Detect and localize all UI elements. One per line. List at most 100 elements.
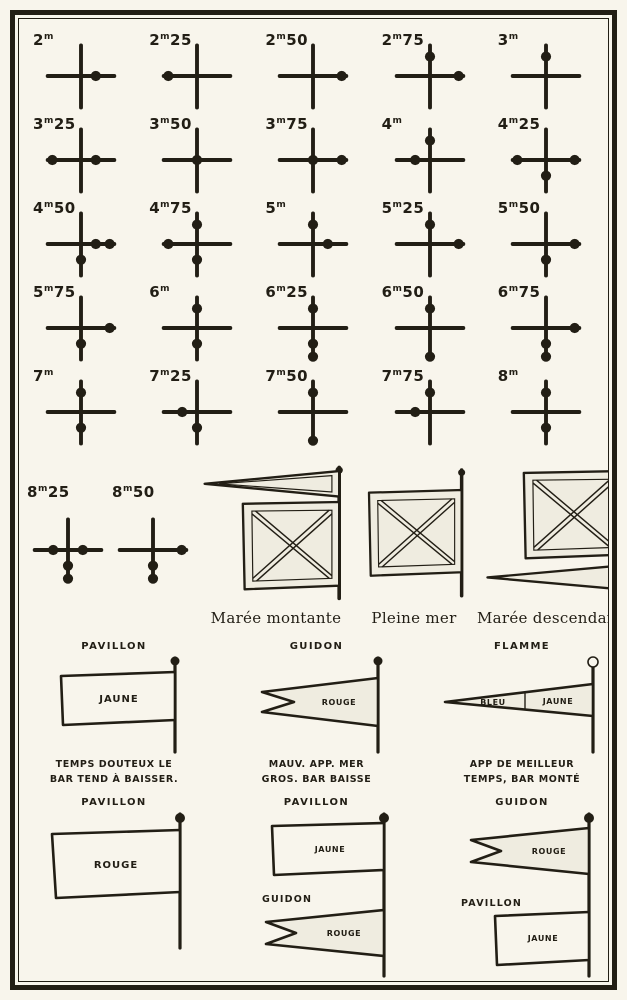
staff-knob xyxy=(373,656,382,666)
caption-line: GROS. BAR BAISSE xyxy=(261,773,372,785)
pavillon-graphic: ROUGE xyxy=(50,812,185,951)
signal-ball xyxy=(192,338,203,349)
signal-ball xyxy=(76,422,87,433)
signal-ball xyxy=(540,387,551,398)
tide-cross-graphic xyxy=(117,517,188,584)
signal-ball xyxy=(308,387,319,398)
signal-ball xyxy=(76,254,87,265)
flamme-graphic: BLEU JAUNE xyxy=(443,656,599,754)
signal-ball xyxy=(192,154,203,166)
signal-ball xyxy=(424,303,435,314)
signal-ball xyxy=(62,573,73,584)
signal-ball xyxy=(163,70,174,82)
signal-ball xyxy=(569,238,580,250)
tide-signal-label: 3m xyxy=(497,31,519,49)
tide-cross-graphic xyxy=(394,379,465,446)
tide-signal-8m: 8m xyxy=(488,365,604,449)
signal-ball xyxy=(177,406,188,418)
maree-descendante-graphic xyxy=(486,470,608,590)
tide-signal-label: 7m50 xyxy=(265,367,309,385)
flag-color-word: ROUGE xyxy=(321,698,356,707)
guidon-graphic: ROUGE xyxy=(260,656,382,754)
tide-signal-label: 5m25 xyxy=(381,199,425,217)
tide-signal-label: 6m50 xyxy=(381,283,425,301)
signal-ball xyxy=(540,351,551,362)
weather-cell-flamme-bleu-jaune: FLAMME BLEU JAUNE APP DE MEILLEUR TEMPS,… xyxy=(424,637,608,793)
pennant-inner-line xyxy=(219,475,333,493)
tide-cross-graphic xyxy=(162,379,233,446)
tide-signal-label: 4m xyxy=(381,115,403,133)
flag-kind-label: GUIDON xyxy=(289,641,344,652)
tide-cross-graphic xyxy=(45,295,117,362)
tide-cross-graphic xyxy=(32,517,103,584)
tide-cross-graphic xyxy=(510,127,582,194)
tide-state-caption: Pleine mer xyxy=(371,609,457,627)
flag-color-word: JAUNE xyxy=(542,697,574,706)
saltire-line xyxy=(251,513,330,579)
tide-signal-5m: 5m xyxy=(255,197,371,281)
saltire-line xyxy=(532,482,608,547)
tide-cross-graphic xyxy=(278,211,349,278)
tide-cross-graphic xyxy=(162,127,233,194)
tide-signal-label: 4m25 xyxy=(497,115,541,133)
tide-signal-2m25: 2m25 xyxy=(139,29,255,113)
caption-line: TEMPS, BAR MONTÉ xyxy=(463,773,581,785)
signal-ball xyxy=(424,351,435,362)
weather-signal-grid: PAVILLON JAUNE TEMPS DOUTEUX LE BAR TEND… xyxy=(19,627,608,981)
signal-ball xyxy=(147,573,158,584)
tide-signal-6m50: 6m50 xyxy=(372,281,488,365)
signal-ball xyxy=(163,238,174,250)
tide-signal-3m: 3m xyxy=(488,29,604,113)
saltire-line xyxy=(536,479,608,542)
tide-cross-graphic xyxy=(510,211,582,278)
signal-caption: APP DE MEILLEUR TEMPS, BAR MONTÉ xyxy=(464,754,580,787)
pavillon-graphic: JAUNE xyxy=(59,656,180,754)
signal-ball xyxy=(569,154,580,166)
caption-line: APP DE MEILLEUR xyxy=(469,759,575,770)
weather-cell-pavillon-jaune-guidon-rouge: PAVILLON JAUNE GUIDON ROUGE L'ENTRÉE DU … xyxy=(209,793,424,981)
tide-cross-graphic xyxy=(45,211,117,278)
tide-signal-label: 2m50 xyxy=(265,31,309,49)
tide-signal-7m50: 7m50 xyxy=(255,365,371,449)
pennant-shape xyxy=(443,682,595,718)
tide-signal-label: 7m25 xyxy=(149,367,192,385)
tide-state-pleine-mer: Pleine mer xyxy=(355,457,473,627)
flag-kind-label: GUIDON xyxy=(262,894,312,905)
tide-signal-label: 6m75 xyxy=(497,283,541,301)
tide-signal-label: 3m50 xyxy=(149,115,192,133)
caption-line: MAUV. APP. MER xyxy=(268,759,365,770)
tide-signal-3m50: 3m50 xyxy=(139,113,255,197)
tide-signal-3m75: 3m75 xyxy=(255,113,371,197)
flag-shape xyxy=(59,670,177,727)
signal-caption: L'ENTRÉE DU PORT DEVIENT MAUVAISE xyxy=(259,978,373,981)
tide-signal-4m25: 4m25 xyxy=(488,113,604,197)
flag-kind-label: FLAMME xyxy=(493,641,551,652)
signal-caption: TEMPS DOUTEUX LE BAR TEND À BAISSER. xyxy=(50,754,178,787)
signal-ball xyxy=(308,338,319,349)
tide-signal-label: 5m50 xyxy=(497,199,541,217)
signal-caption: MAUV. APP. MER GROS. BAR BAISSE xyxy=(262,754,372,787)
tide-cross-graphic xyxy=(278,43,349,110)
tide-cross-graphic xyxy=(278,379,349,446)
tide-signal-label: 2m xyxy=(33,31,54,49)
tide-cross-graphic xyxy=(394,211,465,278)
saltire-line xyxy=(377,502,453,565)
flag-shape xyxy=(50,829,182,900)
tide-signal-label: 3m25 xyxy=(33,115,76,133)
caption-line: BAR TEND À BAISSER. xyxy=(49,773,179,785)
pleine-mer-graphic xyxy=(367,468,466,598)
tide-signal-7m25: 7m25 xyxy=(139,365,255,449)
signal-ball xyxy=(308,219,319,230)
signal-ball xyxy=(147,560,158,571)
tide-cross-graphic xyxy=(278,295,349,362)
tide-cross-graphic xyxy=(45,379,117,446)
signal-ball xyxy=(76,387,87,398)
saltire-line xyxy=(537,486,608,551)
signal-caption: LE BATEAU DE SAUVETAGE VA SORTIR. xyxy=(445,978,599,981)
guidon-shape xyxy=(264,909,385,958)
signal-ball xyxy=(104,238,115,250)
tide-signal-label: 5m75 xyxy=(33,283,76,301)
